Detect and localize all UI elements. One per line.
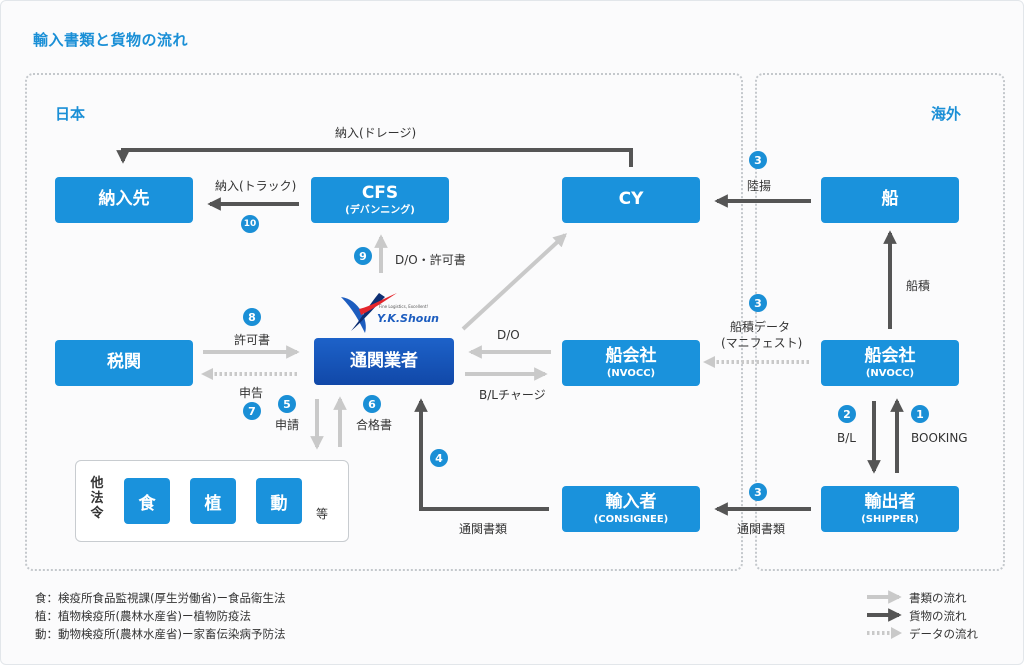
legend-data: データの流れ <box>909 627 978 641</box>
node-nounyuusaki-label: 納入先 <box>98 189 150 210</box>
legend-cargo: 貨物の流れ <box>909 609 967 623</box>
agency-food: 食 <box>124 478 170 524</box>
legend-documents: 書類の流れ <box>909 591 967 605</box>
label-manifest: (マニフェスト) <box>721 336 803 350</box>
node-tsuukan-label: 通関業者 <box>350 350 418 371</box>
label-tsuukan-shorui-importer: 通関書類 <box>459 522 508 536</box>
node-funagaisha-overseas-sublabel: (NVOCC) <box>865 368 915 380</box>
footnote-food: 食：検疫所食品監視課(厚生労働省)ー食品衛生法 <box>35 591 286 605</box>
node-funagaisha-japan-sublabel: (NVOCC) <box>606 368 656 380</box>
step-badge-5: 5 <box>278 395 296 413</box>
label-funazumi-data: 船積データ <box>730 320 791 334</box>
label-bl-charge: B/Lチャージ <box>479 388 546 402</box>
label-tsuukan-shorui-overseas: 通関書類 <box>737 522 786 536</box>
agency-animal: 動 <box>256 478 302 524</box>
label-rikuage: 陸揚 <box>747 179 772 193</box>
node-tsuukan: 通関業者 <box>314 338 454 385</box>
node-cfs: CFS (デバンニング) <box>311 177 449 223</box>
step-badge-2: 2 <box>838 405 856 423</box>
node-funagaisha-japan: 船会社 (NVOCC) <box>562 340 700 386</box>
arrow-to-cy <box>461 233 568 331</box>
node-yunyuusha: 輸入者 (CONSIGNEE) <box>562 486 700 532</box>
node-ship: 船 <box>821 177 959 223</box>
step-badge-3-rikuage: 3 <box>749 151 767 169</box>
japan-region <box>25 73 743 571</box>
node-ship-label: 船 <box>881 189 899 210</box>
legend-data-head <box>891 627 902 639</box>
other-laws-box: 他法令 食 植 動 等 <box>75 460 349 542</box>
arrow-drayage <box>116 148 633 167</box>
label-shinsei: 申請 <box>275 418 300 432</box>
other-laws-label: 他法令 <box>90 476 104 521</box>
arrow-shinkoku-head <box>201 368 213 380</box>
node-nounyuusaki: 納入先 <box>55 177 193 223</box>
step-badge-3-manifest: 3 <box>749 294 767 312</box>
node-yushutsusha: 輸出者 (SHIPPER) <box>821 486 959 532</box>
arrow-tsuukan-shorui-importer <box>414 398 549 511</box>
step-badge-9: 9 <box>354 247 372 265</box>
arrow-manifest-head <box>703 356 715 368</box>
label-shinkoku: 申告 <box>239 386 264 400</box>
logo-tagline: Fine Logistics, Excellent! <box>379 304 429 309</box>
footnote-plant: 植：植物検疫所(農林水産省)ー植物防疫法 <box>35 609 251 623</box>
node-funagaisha-japan-label: 船会社 <box>605 345 657 366</box>
agency-etc: 等 <box>316 507 329 521</box>
logo-name: Y.K.Shoun <box>377 312 439 325</box>
page-title: 輸入書類と貨物の流れ <box>33 31 189 49</box>
label-booking: BOOKING <box>911 431 968 445</box>
node-funagaisha-overseas-label: 船会社 <box>864 345 916 366</box>
node-zeikan: 税関 <box>55 340 193 386</box>
step-badge-8: 8 <box>243 308 261 326</box>
agency-plant: 植 <box>190 478 236 524</box>
overseas-region-label: 海外 <box>931 105 962 123</box>
label-do: D/O <box>497 328 520 342</box>
node-yushutsusha-label: 輸出者 <box>864 491 916 512</box>
yk-shoun-logo <box>341 293 397 333</box>
label-truck: 納入(トラック) <box>215 179 297 193</box>
label-drayage: 納入(ドレージ) <box>335 126 417 140</box>
step-badge-7: 7 <box>243 402 261 420</box>
node-yushutsusha-sublabel: (SHIPPER) <box>861 514 919 526</box>
label-bl: B/L <box>837 431 856 445</box>
step-badge-10: 10 <box>241 215 259 233</box>
step-badge-3-shorui: 3 <box>749 483 767 501</box>
node-yunyuusha-label: 輸入者 <box>605 491 657 512</box>
step-badge-1: 1 <box>911 405 929 423</box>
footnote-animal: 動：動物検疫所(農林水産省)ー家畜伝染病予防法 <box>35 627 286 641</box>
node-zeikan-label: 税関 <box>107 352 141 373</box>
japan-region-label: 日本 <box>55 105 86 123</box>
node-cy-label: CY <box>618 189 644 210</box>
label-goukakusho: 合格書 <box>356 418 393 432</box>
label-kyokasho: 許可書 <box>234 333 271 347</box>
overseas-region <box>755 73 1005 571</box>
node-cfs-sublabel: (デバンニング) <box>345 205 415 217</box>
node-yunyuusha-sublabel: (CONSIGNEE) <box>593 514 669 526</box>
step-badge-4: 4 <box>430 449 448 467</box>
node-cy: CY <box>562 177 700 223</box>
label-funazumi: 船積 <box>906 279 931 293</box>
node-cfs-label: CFS <box>361 182 399 203</box>
node-funagaisha-overseas: 船会社 (NVOCC) <box>821 340 959 386</box>
step-badge-6: 6 <box>363 395 381 413</box>
label-do-kyoka: D/O・許可書 <box>395 253 466 267</box>
